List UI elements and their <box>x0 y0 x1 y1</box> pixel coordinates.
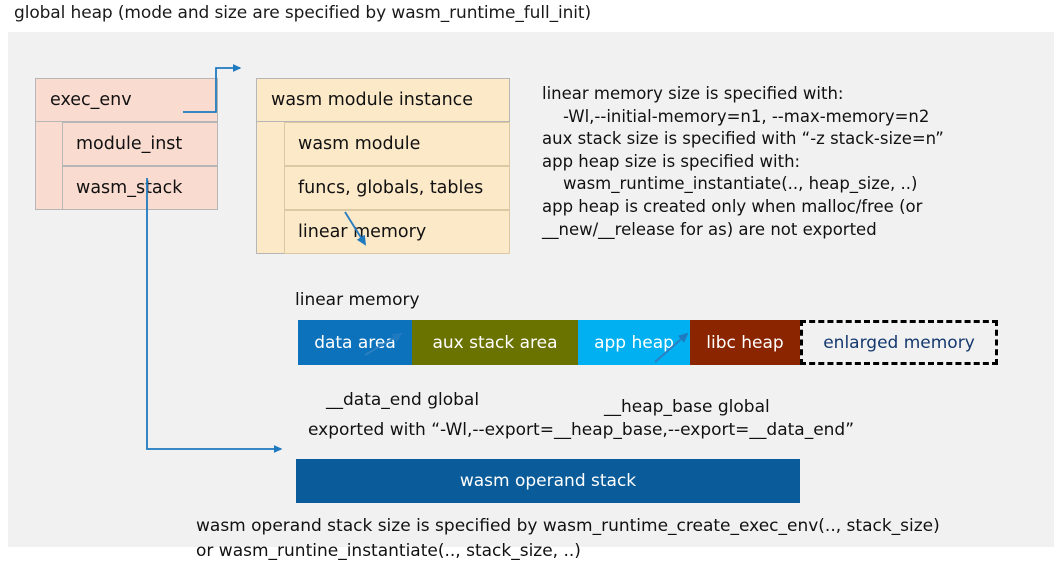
linear-memory-note: linear memory size is specified with: -W… <box>542 84 944 239</box>
memory-segment-libc-heap: libc heap <box>690 320 800 365</box>
diagram-root: global heap (mode and size are specified… <box>8 3 1054 561</box>
memory-segment-label: enlarged memory <box>823 332 975 353</box>
memory-segment-enlarged-memory: enlarged memory <box>800 320 998 365</box>
memory-segment-app-heap: app heap <box>578 320 690 365</box>
exec-env-field-wasm-stack: wasm_stack <box>62 166 218 210</box>
module-instance-row-wasm-module: wasm module <box>284 122 510 166</box>
module-instance-row-funcs-globals-tables: funcs, globals, tables <box>284 166 510 210</box>
page-title: global heap (mode and size are specified… <box>14 3 591 23</box>
memory-segment-aux-stack-area: aux stack area <box>412 320 578 365</box>
exec-env-header: exec_env <box>35 78 218 122</box>
operand-stack-note: wasm operand stack size is specified by … <box>196 516 940 561</box>
wasm-module-instance-group: wasm module instance wasm module funcs, … <box>256 78 510 254</box>
diagram-panel: exec_env module_inst wasm_stack wasm mod… <box>8 32 1054 561</box>
exec-env-field-module-inst: module_inst <box>62 122 218 166</box>
exec-env-group: exec_env module_inst wasm_stack <box>35 78 218 210</box>
memory-segment-label: data area <box>314 332 396 353</box>
wasm-module-instance-header: wasm module instance <box>256 78 510 122</box>
memory-segment-label: aux stack area <box>432 332 558 353</box>
memory-segment-label: app heap <box>594 332 674 353</box>
wasm-operand-stack-box: wasm operand stack <box>296 459 800 503</box>
annotation-data-end: __data_end global <box>326 390 480 410</box>
linear-memory-bar: data area aux stack area app heap libc heap… <box>298 320 998 365</box>
module-instance-row-linear-memory: linear memory <box>284 210 510 254</box>
annotation-heap-base: __heap_base global <box>604 397 770 417</box>
linear-memory-label: linear memory <box>295 290 420 310</box>
memory-segment-data-area: data area <box>298 320 412 365</box>
annotation-exported-with: exported with “-Wl,--export=__heap_base,… <box>308 420 855 440</box>
memory-segment-label: libc heap <box>706 332 784 353</box>
